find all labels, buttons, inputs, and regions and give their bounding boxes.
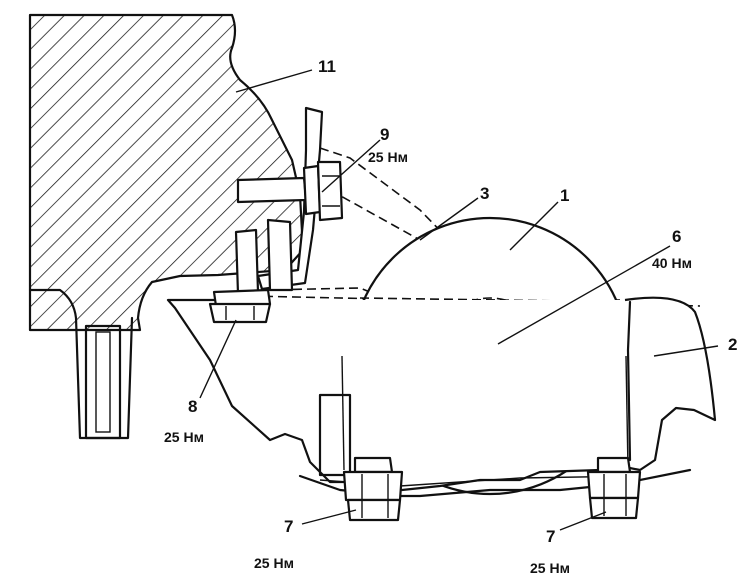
label-1: 1 [560, 186, 569, 205]
label-3: 3 [480, 184, 489, 203]
bolt-8 [208, 218, 294, 324]
bolt-9 [236, 160, 344, 222]
bolt-7-left [342, 456, 404, 522]
label-6: 6 [672, 227, 681, 246]
support-bracket-2 [166, 296, 717, 498]
label-8: 8 [188, 397, 197, 416]
torque-6: 40 Нм [652, 255, 692, 271]
label-2: 2 [728, 335, 737, 354]
leader-lines [199, 69, 719, 531]
left-channel [318, 393, 352, 477]
torque-7-left: 25 Нм [254, 555, 294, 571]
torque-9: 25 Нм [368, 149, 408, 165]
slot-inner [95, 331, 111, 433]
torque-7-right: 25 Нм [530, 560, 570, 576]
torque-8: 25 Нм [164, 429, 204, 445]
slot-outer [84, 324, 122, 440]
label-11: 11 [318, 57, 336, 76]
label-7-left: 7 [284, 517, 293, 536]
label-7-right: 7 [546, 527, 555, 546]
label-9: 9 [380, 125, 389, 144]
engine-block-11 [28, 13, 305, 440]
